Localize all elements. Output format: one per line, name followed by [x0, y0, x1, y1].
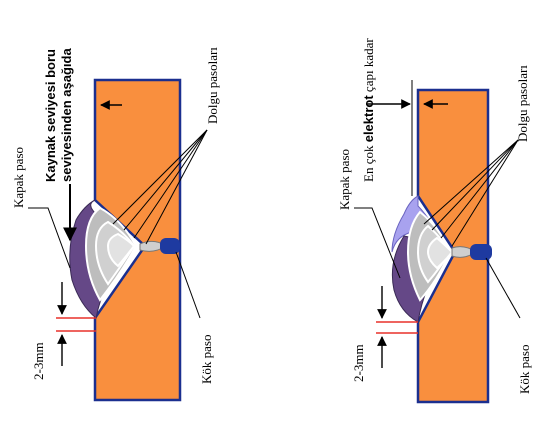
left-cap-pass-label: Kapak paso [11, 146, 26, 208]
right-gap-label: 2-3mm [351, 344, 366, 382]
right-electrode-note-bold: elektrot [361, 95, 376, 143]
left-fill-pass-leaders [112, 129, 208, 245]
left-root-pass-label: Kök paso [199, 334, 214, 384]
right-fill-pass-leaders [423, 139, 519, 247]
right-fill-passes-label: Dolgu pasoları [515, 65, 530, 142]
right-cap-pass-label: Kapak paso [337, 148, 352, 210]
right-electrode-note-prefix: En çok [361, 142, 376, 182]
left-root-pass-bead [160, 238, 180, 254]
left-surface-note-line2: seviyesinden aşağıda [59, 48, 74, 182]
right-gap-dimension [376, 286, 418, 368]
right-cap-pass-leader [354, 207, 401, 279]
right-fill-pass-inner [426, 236, 454, 270]
left-cap-pass-leader [28, 207, 71, 269]
right-root-pass-leader [485, 257, 521, 319]
right-figure [354, 80, 521, 404]
left-figure [28, 78, 208, 402]
right-root-pass-label: Kök paso [517, 344, 532, 394]
right-electrode-note-suffix: çapı kadar [361, 38, 376, 96]
right-electrode-dimension [366, 80, 448, 196]
left-fill-passes-label: Dolgu pasoları [205, 47, 220, 124]
right-electrode-note: En çok elektrot çapı kadar [361, 38, 376, 182]
right-base-plate [416, 88, 490, 404]
left-gap-label: 2-3mm [31, 342, 46, 380]
left-gap-dimension [56, 282, 96, 366]
left-fill-pass-inner [106, 232, 136, 268]
right-root-pass-bead [470, 244, 492, 260]
left-root-pass-leader [175, 251, 201, 319]
left-surface-note-line1: Kaynak seviyesi boru [43, 49, 58, 182]
left-base-plate [93, 78, 182, 402]
